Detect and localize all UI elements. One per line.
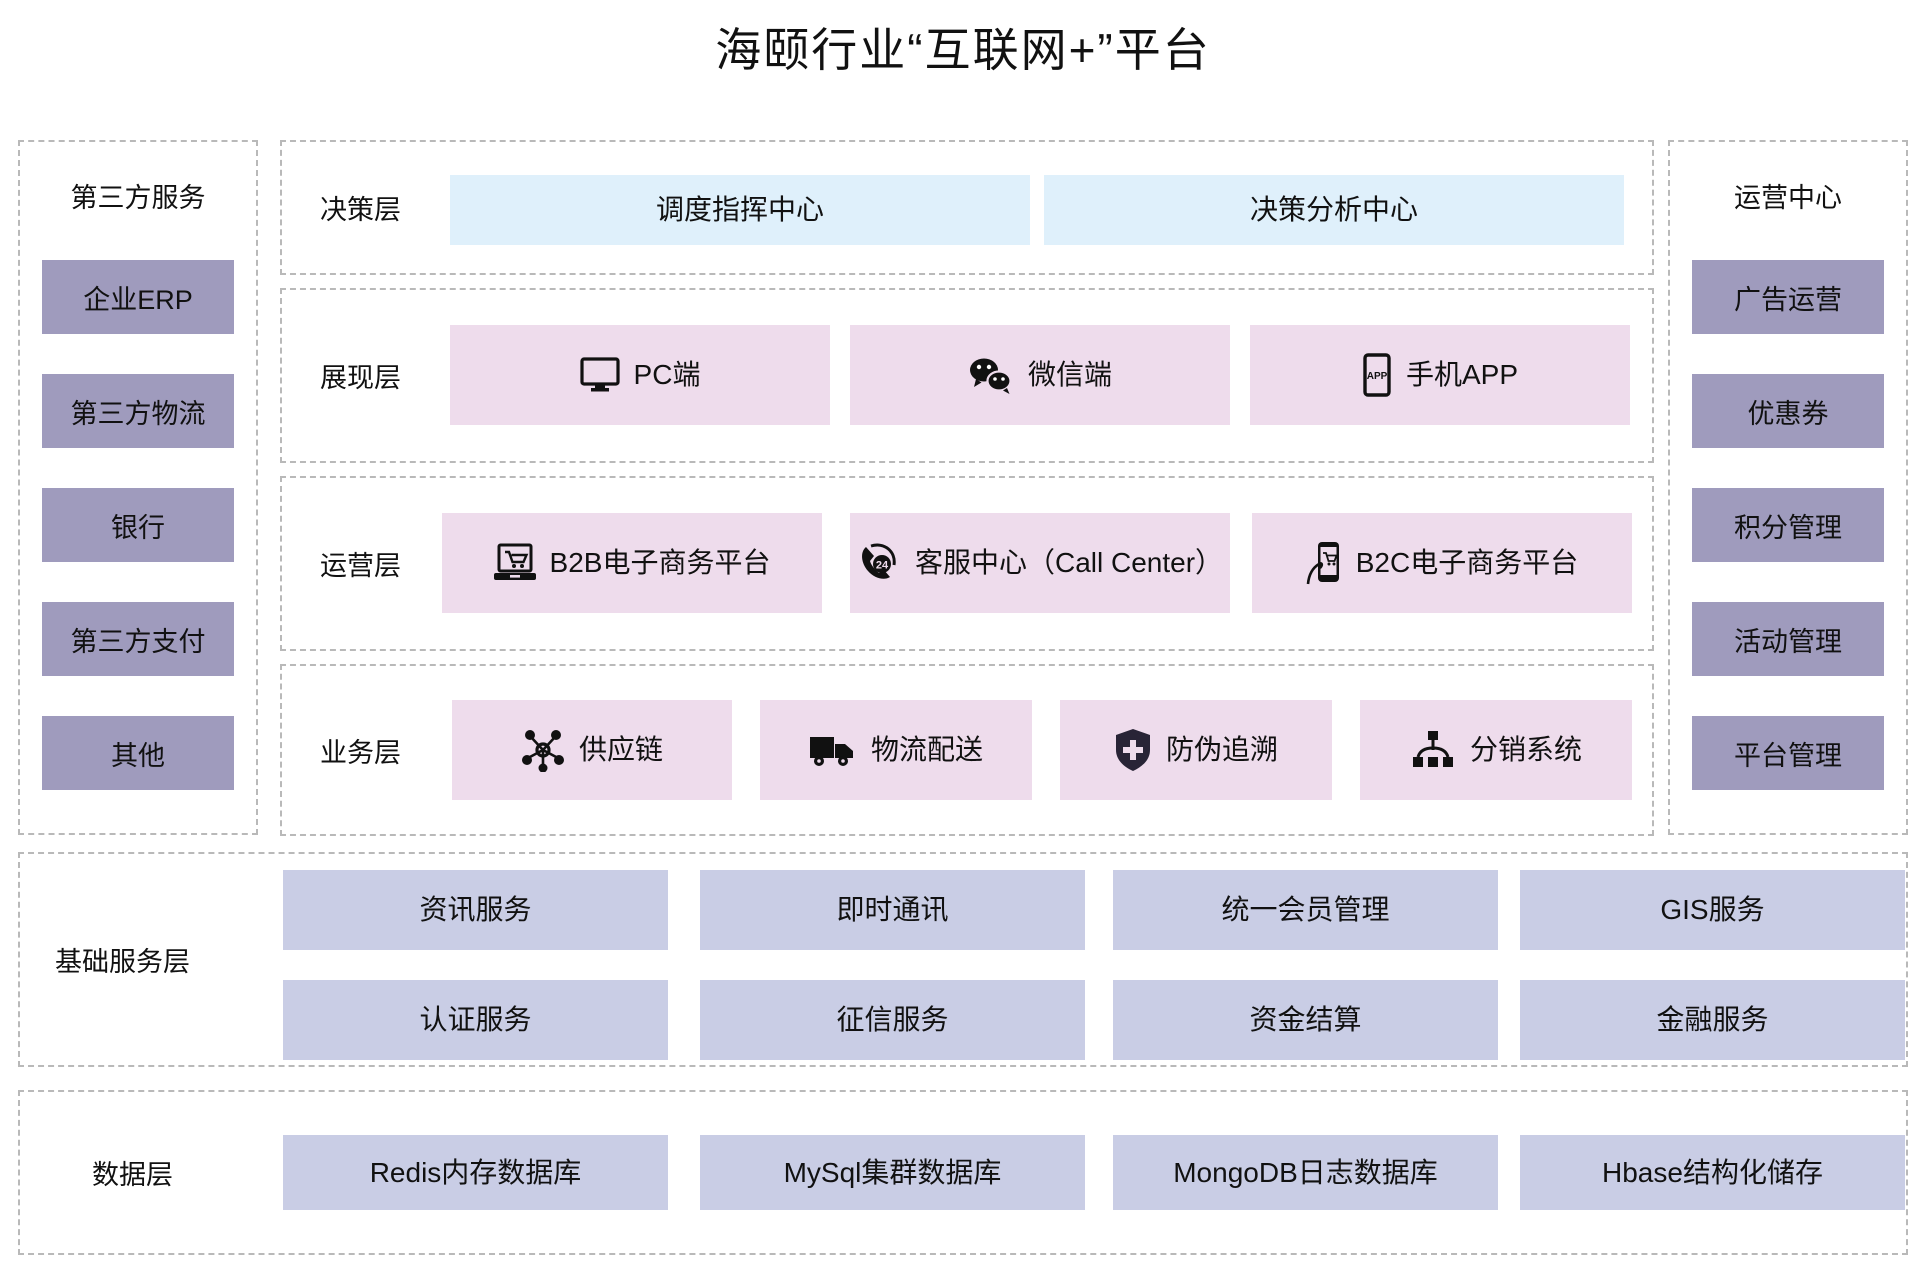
sidebar-item-label: 广告运营 [1734, 284, 1842, 315]
operation-cell-b2b-platform[interactable]: B2B电子商务平台 [442, 513, 822, 613]
cell-label: 调度指挥中心 [655, 194, 824, 225]
cell-label: 决策分析中心 [1249, 194, 1418, 225]
operation-cell-call-center[interactable]: 24 客服中心（Call Center） [850, 513, 1230, 613]
cell-label: 客服中心（Call Center） [914, 547, 1224, 578]
sidebar-item-bank[interactable]: 银行 [42, 488, 234, 562]
svg-text:24: 24 [876, 560, 889, 572]
cell-label: MongoDB日志数据库 [1173, 1156, 1438, 1188]
cell-label: 即时通讯 [836, 894, 949, 925]
business-layer-label: 业务层 [320, 737, 401, 768]
sidebar-item-label: 第三方支付 [70, 626, 206, 657]
mobile-app-icon: APP [1362, 353, 1392, 397]
cell-label: 认证服务 [419, 1004, 532, 1035]
phone-24-icon: 24 [857, 543, 901, 583]
sidebar-item-ad-operations[interactable]: 广告运营 [1692, 260, 1884, 334]
cell-label: 供应链 [578, 734, 663, 765]
data-cell-mysql[interactable]: MySql集群数据库 [700, 1135, 1085, 1210]
base-service-cell-instant-messaging[interactable]: 即时通讯 [700, 870, 1085, 950]
presentation-layer-label: 展现层 [320, 363, 401, 393]
business-cell-anti-counterfeit-trace[interactable]: 防伪追溯 [1060, 700, 1332, 800]
laptop-cart-icon [493, 543, 536, 583]
cell-label: 统一会员管理 [1221, 894, 1390, 925]
presentation-cell-wechat[interactable]: 微信端 [850, 325, 1230, 425]
business-cell-logistics-delivery[interactable]: 物流配送 [760, 700, 1032, 800]
data-cell-redis[interactable]: Redis内存数据库 [283, 1135, 668, 1210]
sidebar-item-label: 企业ERP [83, 284, 193, 315]
cell-label: PC端 [633, 359, 701, 390]
base-service-cell-credit-reporting[interactable]: 征信服务 [700, 980, 1085, 1060]
cell-label: 征信服务 [836, 1004, 949, 1035]
sidebar-item-label: 积分管理 [1734, 512, 1842, 543]
hierarchy-icon [1410, 729, 1456, 771]
cell-label: Hbase结构化储存 [1602, 1156, 1823, 1188]
cell-label: 资金结算 [1249, 1004, 1362, 1035]
wechat-icon [968, 356, 1014, 394]
business-cell-distribution-system[interactable]: 分销系统 [1360, 700, 1632, 800]
sidebar-item-campaign-management[interactable]: 活动管理 [1692, 602, 1884, 676]
cell-label: 分销系统 [1469, 734, 1582, 765]
data-layer-label: 数据层 [92, 1160, 173, 1190]
data-cell-hbase[interactable]: Hbase结构化储存 [1520, 1135, 1905, 1210]
base-service-layer-label: 基础服务层 [55, 947, 190, 977]
cell-label: B2C电子商务平台 [1355, 547, 1579, 578]
sidebar-item-enterprise-erp[interactable]: 企业ERP [42, 260, 234, 334]
operation-cell-b2c-platform[interactable]: B2C电子商务平台 [1252, 513, 1632, 613]
network-nodes-icon [521, 728, 565, 772]
base-service-cell-unified-member-management[interactable]: 统一会员管理 [1113, 870, 1498, 950]
cell-label: 微信端 [1027, 359, 1112, 390]
presentation-cell-mobile-app[interactable]: APP 手机APP [1250, 325, 1630, 425]
base-service-cell-gis[interactable]: GIS服务 [1520, 870, 1905, 950]
presentation-cell-pc[interactable]: PC端 [450, 325, 830, 425]
mobile-cart-icon [1306, 540, 1342, 586]
base-service-cell-news[interactable]: 资讯服务 [283, 870, 668, 950]
cell-label: 手机APP [1405, 359, 1519, 390]
base-service-cell-fund-settlement[interactable]: 资金结算 [1113, 980, 1498, 1060]
operation-center-column: 运营中心 广告运营 优惠券 积分管理 活动管理 平台管理 [1668, 140, 1908, 835]
base-service-cell-authentication[interactable]: 认证服务 [283, 980, 668, 1060]
sidebar-item-third-party-payment[interactable]: 第三方支付 [42, 602, 234, 676]
cell-label: 防伪追溯 [1165, 734, 1278, 765]
sidebar-item-label: 优惠券 [1747, 398, 1829, 429]
business-cell-supply-chain[interactable]: 供应链 [452, 700, 732, 800]
sidebar-item-label: 平台管理 [1734, 740, 1842, 771]
sidebar-item-other[interactable]: 其他 [42, 716, 234, 790]
cell-label: GIS服务 [1660, 894, 1765, 925]
cell-label: MySql集群数据库 [783, 1156, 1002, 1188]
decision-cell-dispatch-command-center[interactable]: 调度指挥中心 [450, 175, 1030, 245]
cell-label: Redis内存数据库 [369, 1156, 582, 1188]
sidebar-item-label: 银行 [111, 512, 165, 543]
sidebar-item-label: 活动管理 [1734, 626, 1842, 657]
data-cell-mongodb[interactable]: MongoDB日志数据库 [1113, 1135, 1498, 1210]
truck-icon [809, 732, 857, 768]
sidebar-item-coupons[interactable]: 优惠券 [1692, 374, 1884, 448]
sidebar-item-points-management[interactable]: 积分管理 [1692, 488, 1884, 562]
operation-layer-label: 运营层 [320, 551, 401, 581]
monitor-icon [579, 357, 620, 393]
sidebar-item-platform-management[interactable]: 平台管理 [1692, 716, 1884, 790]
cell-label: 资讯服务 [419, 894, 532, 925]
operation-center-heading: 运营中心 [1734, 183, 1842, 213]
decision-cell-decision-analysis-center[interactable]: 决策分析中心 [1044, 175, 1624, 245]
sidebar-item-label: 第三方物流 [70, 398, 206, 429]
svg-text:APP: APP [1367, 371, 1388, 382]
cell-label: 金融服务 [1656, 1004, 1769, 1035]
decision-layer-label: 决策层 [320, 195, 401, 225]
cell-label: B2B电子商务平台 [549, 547, 771, 578]
page-title: 海颐行业“互联网+”平台 [715, 24, 1211, 76]
shield-plus-icon [1114, 728, 1152, 772]
third-party-services-column: 第三方服务 企业ERP 第三方物流 银行 第三方支付 其他 [18, 140, 258, 835]
cell-label: 物流配送 [870, 734, 983, 765]
sidebar-item-third-party-logistics[interactable]: 第三方物流 [42, 374, 234, 448]
base-service-cell-financial-service[interactable]: 金融服务 [1520, 980, 1905, 1060]
third-party-services-heading: 第三方服务 [70, 183, 206, 213]
sidebar-item-label: 其他 [111, 740, 165, 771]
